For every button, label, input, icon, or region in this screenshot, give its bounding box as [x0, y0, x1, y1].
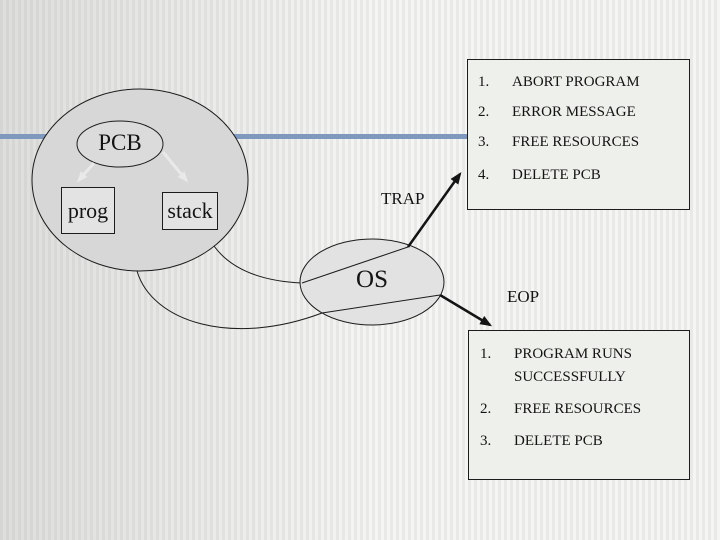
item-text: ABORT PROGRAM: [512, 74, 640, 90]
item-text: DELETE PCB: [512, 167, 601, 183]
prog-box: prog: [61, 187, 115, 234]
item-text: DELETE PCB: [514, 433, 603, 449]
os-label: OS: [356, 266, 388, 293]
normal-termination-list: 1. PROGRAM RUNS SUCCESSFULLY 2. FREE RES…: [468, 330, 690, 480]
lower-flow-curve: [136, 270, 323, 330]
item-number: 2.: [480, 401, 492, 417]
eop-arrow: [439, 293, 493, 327]
item-number: 4.: [478, 167, 490, 183]
item-text: FREE RESOURCES: [512, 134, 640, 150]
pcb-to-stack-arrow: [161, 151, 189, 183]
accent-line: [0, 134, 600, 139]
os-upper-chord: [301, 246, 409, 284]
pcb-ellipse: [76, 120, 164, 168]
prog-label: prog: [67, 197, 109, 223]
list-item: 3. DELETE PCB: [480, 430, 683, 453]
process-ellipse: [31, 88, 249, 272]
abnormal-termination-list: 1. ABORT PROGRAM 2. ERROR MESSAGE 3. FRE…: [467, 59, 690, 210]
stack-box: stack: [162, 192, 218, 230]
item-number: 1.: [480, 346, 492, 362]
item-number: 1.: [478, 74, 490, 90]
trap-label: TRAP: [381, 189, 425, 208]
item-text: ERROR MESSAGE: [512, 104, 636, 120]
os-lower-chord: [321, 294, 441, 314]
item-text: PROGRAM RUNS SUCCESSFULLY: [514, 346, 632, 385]
item-number: 2.: [478, 104, 490, 120]
list-item: 2. FREE RESOURCES: [480, 398, 683, 421]
item-number: 3.: [478, 134, 490, 150]
list-item: 2. ERROR MESSAGE: [478, 103, 683, 122]
upper-flow-curve: [213, 245, 303, 284]
os-ellipse: [299, 238, 445, 326]
trap-arrow: [406, 172, 462, 248]
pcb-to-prog-arrow: [76, 162, 96, 183]
pcb-label: PCB: [98, 130, 142, 155]
list-item: 3. FREE RESOURCES: [478, 133, 683, 152]
item-number: 3.: [480, 433, 492, 449]
eop-label: EOP: [507, 287, 540, 306]
list-item: 4. DELETE PCB: [478, 166, 683, 185]
list-item: 1. ABORT PROGRAM: [478, 73, 683, 92]
stack-label: stack: [167, 198, 213, 223]
list-item: 1. PROGRAM RUNS SUCCESSFULLY: [480, 343, 683, 389]
item-text: FREE RESOURCES: [514, 401, 642, 417]
